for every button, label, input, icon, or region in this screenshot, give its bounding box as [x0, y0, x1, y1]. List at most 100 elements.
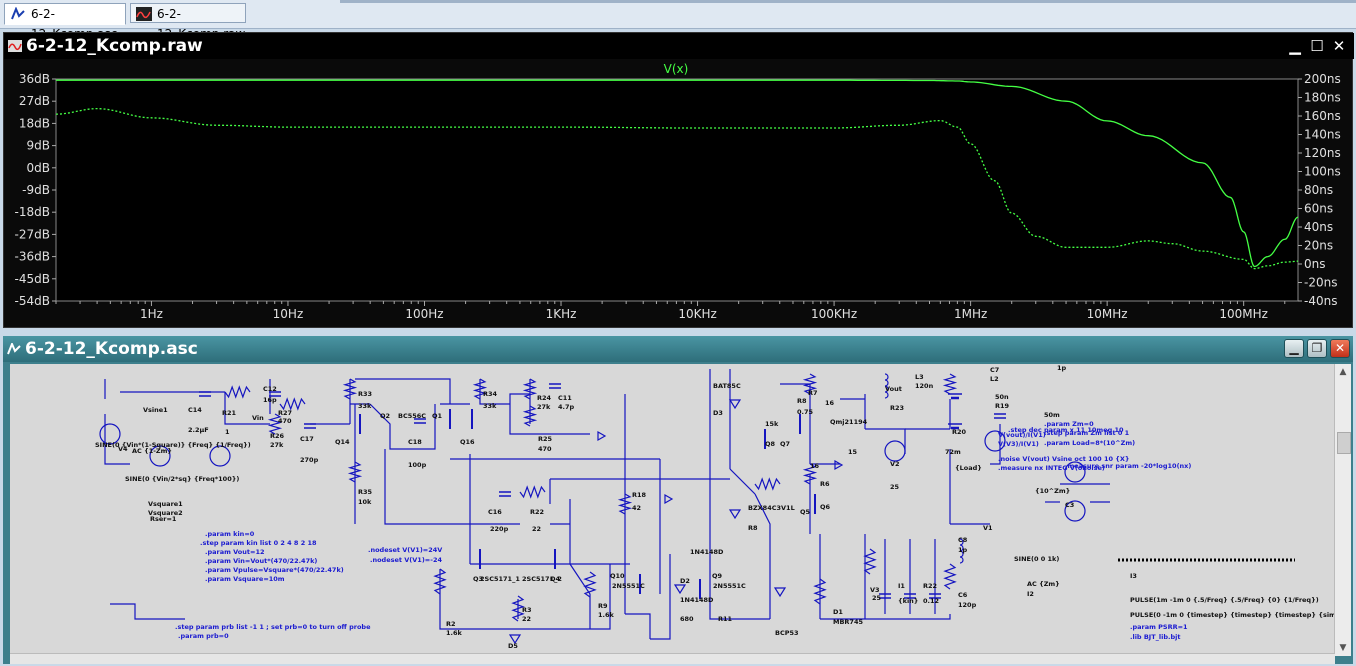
port-arrow-icon [597, 430, 607, 442]
y-left-tick-label: -9dB [22, 183, 50, 197]
source-value: PULSE(1m -1m 0 {.5/Freq} {.5/Freq} {0} {… [1130, 596, 1319, 604]
maximize-button[interactable]: ☐ [1310, 37, 1324, 55]
waveform-titlebar[interactable]: 6-2-12_Kcomp.raw ▁ ☐ ✕ [4, 33, 1354, 59]
component-label: 1.6k [598, 611, 615, 619]
resistor-symbol [583, 571, 597, 598]
restore-button[interactable]: ❐ [1307, 339, 1327, 358]
component-label: C8 [958, 536, 968, 544]
y-left-tick-label: 27dB [19, 94, 50, 108]
component-label: R8 [797, 397, 807, 405]
component-label: Q5 [800, 508, 811, 516]
resistor-symbol [511, 595, 525, 622]
spice-directive: .param Vsquare=10m [205, 575, 285, 583]
component-label: Vsquare1 [148, 500, 183, 508]
component-label: 120n [915, 382, 934, 390]
component-label: 1N4148D [690, 548, 724, 556]
component-label: Q8 [765, 440, 776, 448]
component-label: 22 [532, 525, 541, 533]
component-label: R6 [820, 480, 830, 488]
component-label: 25 [890, 483, 900, 491]
scroll-thumb[interactable] [1337, 432, 1351, 454]
component-label: 50m [1044, 411, 1060, 419]
spice-directive: .step param kin list 0 2 4 8 2 18 [200, 539, 317, 547]
resistor-symbol [279, 397, 306, 411]
component-label: 1p [1057, 364, 1067, 372]
tab-schematic[interactable]: 6-2-12_Kcomp.asc [4, 3, 126, 41]
x-tick-label: 1Hz [140, 307, 163, 321]
scroll-down-arrow[interactable]: ▼ [1339, 643, 1347, 653]
document-tabbar: 6-2-12_Kcomp.asc 6-2-12_Kcomp.raw [0, 0, 1356, 41]
resistor-symbol [813, 578, 827, 605]
spice-directive: .param Vpulse=Vsquare*(470/22.47k) [205, 566, 344, 574]
component-label: C17 [300, 435, 314, 443]
y-left-tick-label: -45dB [15, 272, 50, 286]
schematic-wire [709, 369, 770, 620]
component-label: I1 [898, 582, 905, 590]
spice-directive: .param Load=8*(10^Zm) [1044, 439, 1135, 447]
resistor-symbol [802, 373, 818, 395]
component-label: 1N4148D [680, 596, 714, 604]
component-label: Q10 [610, 572, 625, 580]
component-label: C11 [558, 394, 572, 402]
close-button[interactable]: ✕ [1330, 339, 1350, 358]
y-left-tick-label: -36dB [15, 250, 50, 264]
component-label: V4 [118, 445, 128, 453]
source-value: SINE(0 {Vin*(1-Square)} {Freq} {1/Freq}) [95, 441, 251, 449]
horizontal-scrollbar[interactable] [10, 653, 1335, 664]
pulse-source-icon [149, 445, 171, 467]
minimize-button[interactable]: ▁ [1284, 339, 1304, 358]
resistor-symbol [224, 385, 251, 399]
y-left-tick-label: 0dB [27, 161, 50, 175]
component-label: 220p [490, 525, 509, 533]
spice-directive: .param Vin=Vout*(470/22.47k) [205, 557, 317, 565]
component-label: I3 [1130, 572, 1137, 580]
component-label: 16 [810, 462, 820, 470]
component-label: R8 [748, 524, 758, 532]
schematic-wire [110, 603, 185, 620]
schematic-wire [384, 449, 470, 525]
component-label: 2.2µF [188, 426, 209, 434]
resistor-symbol [754, 477, 781, 491]
close-button[interactable]: ✕ [1332, 37, 1346, 55]
vertical-scrollbar[interactable]: ▲ ▼ [1334, 364, 1351, 656]
y-left-tick-label: -27dB [15, 227, 50, 241]
component-label: Q14 [335, 438, 350, 446]
component-label: {10^Zm} [1035, 487, 1070, 495]
component-label: BC556C [398, 412, 426, 420]
minimize-button[interactable]: ▁ [1289, 37, 1301, 55]
bode-plot[interactable]: 36dB27dB18dB9dB0dB-9dB-18dB-27dB-36dB-45… [4, 59, 1352, 327]
component-label: C12 [263, 385, 277, 393]
schematic-wire [439, 564, 611, 630]
y-left-tick-label: 9dB [27, 139, 50, 153]
schematic-wire [224, 392, 270, 425]
scroll-up-arrow[interactable]: ▲ [1339, 367, 1347, 377]
spice-directive: .param kin=0 [205, 530, 255, 538]
component-label: Vsquare2 [148, 509, 183, 517]
spice-directive: .param PSRR=1 [1130, 623, 1188, 631]
component-label: R23 [890, 404, 904, 412]
inductor-symbol [884, 373, 889, 381]
x-tick-label: 100Hz [405, 307, 443, 321]
x-tick-label: 100KHz [811, 307, 857, 321]
y-right-tick-label: 100ns [1304, 165, 1341, 179]
schematic-wire [355, 378, 451, 404]
component-label: C7 [990, 366, 999, 374]
component-label: R3 [522, 606, 532, 614]
component-label: 0.75 [797, 408, 814, 416]
tab-waveform[interactable]: 6-2-12_Kcomp.raw [130, 3, 246, 41]
component-label: R9 [598, 602, 608, 610]
component-label: {Load} [955, 464, 982, 472]
component-label: Q1 [432, 412, 443, 420]
component-label: Q7 [780, 440, 790, 448]
waveform-icon [8, 40, 22, 52]
schematic-titlebar[interactable]: 6-2-12_Kcomp.asc ▁ ❐ ✕ [3, 336, 1353, 362]
schematic-wire [729, 468, 756, 495]
component-label: R2 [446, 620, 456, 628]
component-label: 15k [765, 420, 779, 428]
current-source-icon [884, 440, 906, 462]
spice-directive: .step param Zm list 0 1 [1044, 429, 1130, 437]
component-label: 470 [278, 417, 292, 425]
